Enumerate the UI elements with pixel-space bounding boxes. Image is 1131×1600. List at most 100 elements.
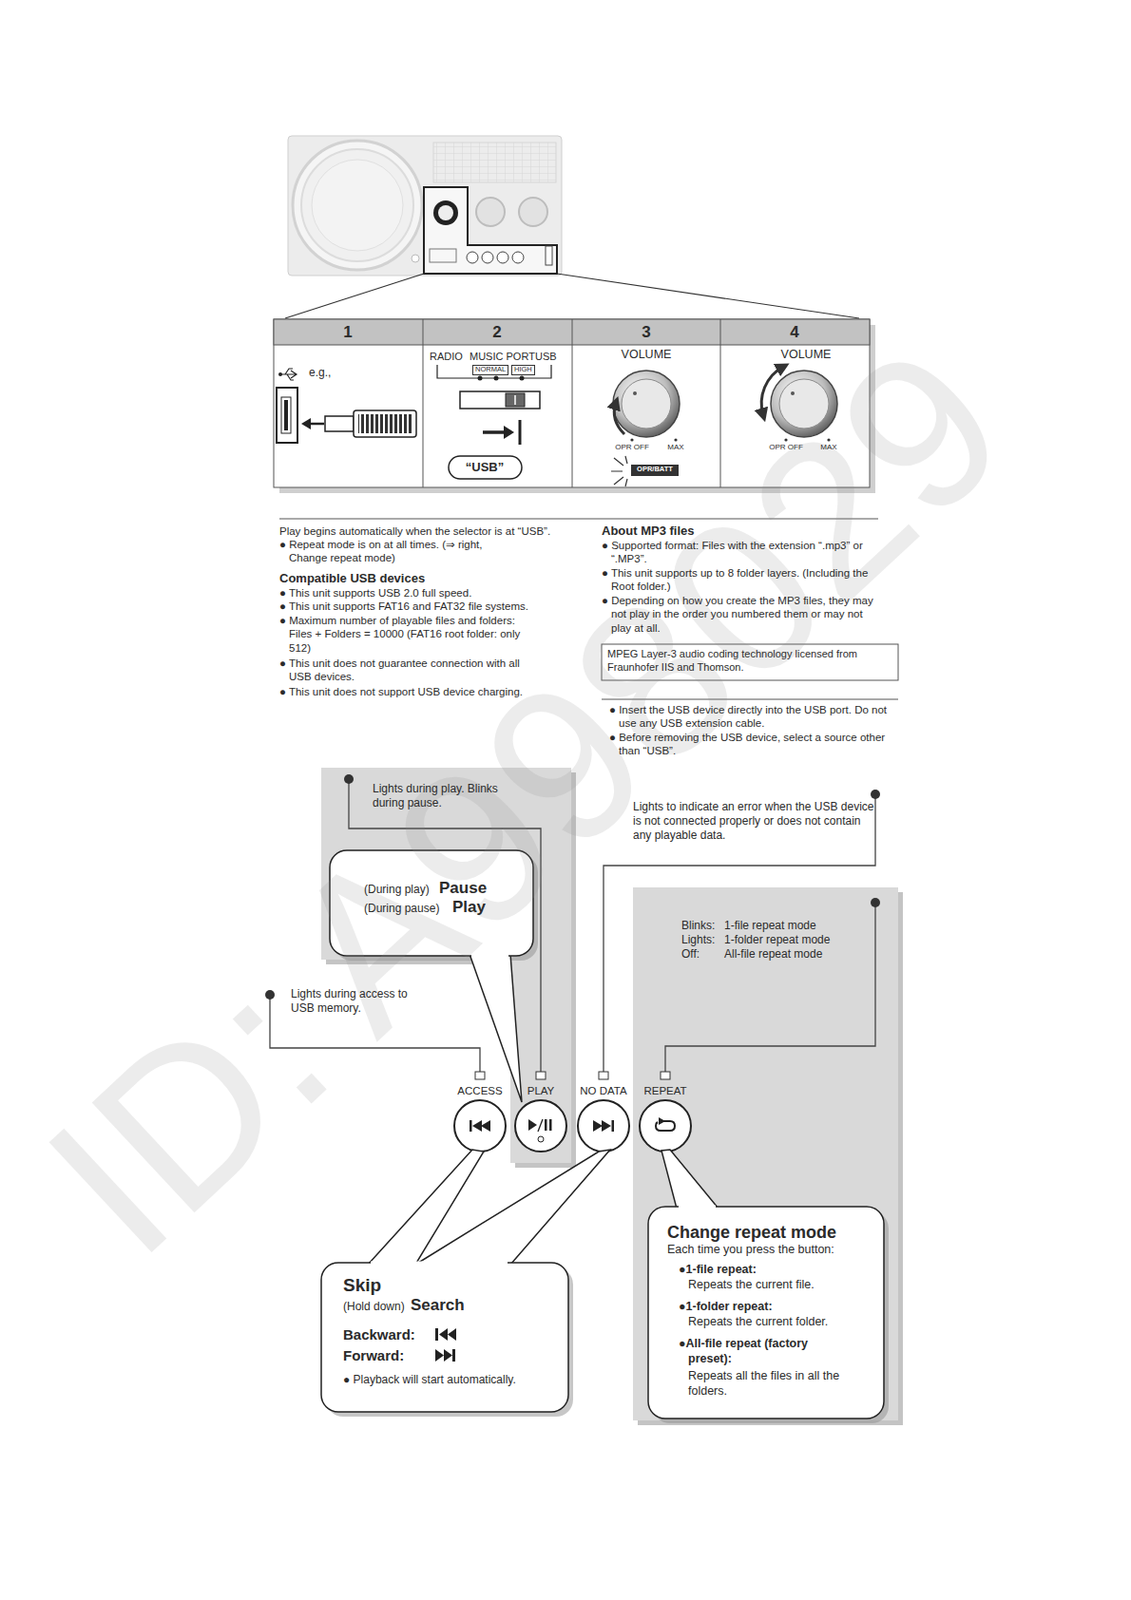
- radio-illustration: [301, 149, 414, 262]
- body-text: Play begins automatically when the selec…: [279, 524, 551, 538]
- button-icon: [537, 1119, 543, 1132]
- zoom-line: [556, 273, 860, 319]
- button-icon: [658, 1117, 666, 1126]
- volume-knob: [621, 379, 671, 429]
- selector-figure: [518, 420, 522, 445]
- volume-knob: [790, 391, 795, 396]
- node-text: Search: [410, 1295, 465, 1316]
- note-box: MPEG Layer-3 audio coding technology lic…: [601, 644, 899, 681]
- usb-port-figure: [284, 400, 288, 431]
- volume-knob: [770, 370, 838, 438]
- radio-illustration: [466, 251, 479, 264]
- node-text: Pause: [439, 878, 487, 899]
- callout-bubble-shape: [321, 850, 889, 1424]
- control-button: [454, 1100, 506, 1152]
- usb-port-figure: [278, 372, 283, 377]
- body-text: ● This unit supports FAT16 and FAT32 fil…: [279, 599, 529, 614]
- node-text: Repeats all the files in all the folders…: [688, 1369, 869, 1400]
- step-table: [273, 319, 870, 488]
- volume-knob: [611, 456, 628, 487]
- volume-knob: [630, 438, 633, 441]
- indicator-lamp: [598, 1072, 609, 1080]
- volume-knob: [632, 391, 637, 396]
- node-text: OPR/BATT: [636, 464, 673, 474]
- radio-illustration: [287, 135, 562, 276]
- node-text: ●1-file repeat:: [678, 1263, 757, 1279]
- node-text: ●1-folder repeat:: [678, 1300, 773, 1316]
- usb-port-figure: [353, 410, 417, 438]
- indicator-state: Lights:: [681, 933, 715, 948]
- control-button: [577, 1100, 630, 1152]
- leader-line: [603, 794, 876, 1073]
- volume-knob: [761, 366, 784, 416]
- volume-knob: [611, 366, 838, 487]
- node-text: Repeats the current file.: [688, 1278, 815, 1294]
- radio-illustration: [411, 254, 420, 263]
- body-text: ● Depending on how you create the MP3 fi…: [601, 594, 882, 635]
- callout-bubble-shape: [678, 1206, 716, 1209]
- body-text: ● This unit does not support USB device …: [279, 685, 523, 699]
- node-text: Skip: [343, 1274, 382, 1298]
- radio-illustration: [292, 140, 422, 270]
- indicator-label: NO DATA: [579, 1084, 627, 1098]
- leader-dot: [870, 789, 881, 800]
- section-heading: About MP3 files: [601, 523, 695, 539]
- callout-bubble: Change repeat modeEach time you press th…: [648, 1207, 884, 1419]
- volume-knob: [784, 438, 787, 441]
- skip-symbol: [447, 1328, 457, 1342]
- button-icon: [480, 1120, 491, 1132]
- control-button: [639, 1100, 691, 1152]
- leader-dot: [265, 774, 881, 1000]
- leader-line: [665, 902, 876, 1073]
- node-text: (During pause): [364, 901, 440, 917]
- radio-illustration: [518, 197, 548, 227]
- radio-illustration: [429, 249, 457, 263]
- node-text: e.g.,: [308, 365, 331, 381]
- selector-figure: [482, 430, 506, 435]
- node-text: Change repeat mode: [667, 1222, 837, 1245]
- step-panel: 3VOLUME OPR OFF MAX OPR/BATT: [572, 319, 721, 488]
- node-text: OPR OFF: [614, 442, 650, 453]
- indicator-meaning: 1-file repeat mode: [724, 919, 817, 934]
- leader-line: [269, 779, 876, 1073]
- node-text: MPEG Layer-3 audio coding technology lic…: [607, 648, 893, 675]
- zoom-line: [285, 273, 860, 319]
- node-text: MAX: [667, 442, 684, 453]
- selector-figure: [514, 395, 517, 405]
- body-text: ● Maximum number of playable files and f…: [279, 613, 538, 655]
- leader-dot: [344, 774, 354, 785]
- volume-knob: [779, 379, 829, 429]
- step-table: [422, 319, 424, 488]
- rule-line: [279, 518, 899, 700]
- button-icon: [472, 1120, 482, 1132]
- radio-illustration: [476, 197, 505, 227]
- callout-bubble-shape: [321, 1263, 569, 1413]
- node-text: (Hold down): [343, 1300, 405, 1315]
- section-heading: Compatible USB devices: [279, 571, 425, 587]
- grey-panel: [321, 767, 903, 1426]
- zoom-line: [285, 273, 424, 319]
- grey-panel: [632, 887, 899, 1421]
- selector-figure: [478, 376, 483, 382]
- step-table: [572, 319, 574, 488]
- indicator-lamp: [475, 1072, 485, 1080]
- callout-text: Lights to indicate an error when the USB…: [632, 800, 876, 844]
- node-text: Forward:: [343, 1347, 404, 1366]
- selector-figure: [448, 456, 522, 480]
- selector-figure: [494, 376, 499, 382]
- selector-figure: [437, 364, 552, 480]
- volume-knob: [613, 370, 680, 438]
- skip-symbol: [439, 1328, 448, 1342]
- button-icon: [537, 1136, 544, 1143]
- indicator-label: PLAY: [527, 1084, 556, 1098]
- radio-illustration: [423, 187, 557, 274]
- node-text: VOLUME: [781, 347, 832, 364]
- indicator-state: Off:: [681, 947, 700, 962]
- node-text: 3: [641, 322, 651, 343]
- indicator-lamp: [660, 1072, 671, 1080]
- indicator-lamp: [536, 1072, 546, 1080]
- rule-line: [279, 518, 879, 520]
- radio-illustration: [512, 251, 524, 264]
- node-text: VOLUME: [621, 347, 672, 364]
- node-text: NORMAL: [472, 364, 509, 376]
